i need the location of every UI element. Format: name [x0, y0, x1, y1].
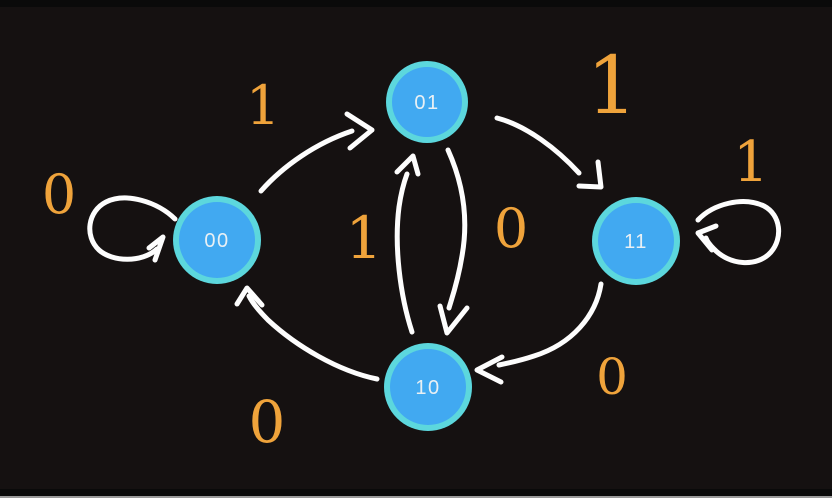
transition-label-11-to-10[interactable]: 0: [596, 348, 628, 406]
edge-11-to-10-shaft: [496, 281, 604, 368]
edge-10-to-00-arrowhead-icon: [234, 285, 265, 308]
transition-label-00-to-01[interactable]: 1: [246, 74, 280, 137]
edge-00-to-01[interactable]: [258, 111, 375, 194]
transition-label-11-self[interactable]: 1: [733, 130, 769, 195]
state-node-01[interactable]: 01: [386, 61, 468, 143]
edge-11-to-10[interactable]: [474, 281, 604, 385]
state-11-body: [598, 203, 674, 279]
state-node-11[interactable]: 11: [592, 197, 680, 285]
transition-label-10-to-00[interactable]: 0: [249, 388, 286, 456]
edge-10-to-01-shaft: [394, 171, 415, 335]
edge-01-to-11-shaft: [494, 115, 582, 176]
edge-10-to-00[interactable]: [234, 285, 380, 382]
state-10-body: [390, 349, 466, 425]
transition-label-01-to-10[interactable]: 0: [494, 197, 528, 260]
transition-label-01-to-11[interactable]: 1: [587, 39, 638, 132]
edge-01-to-11-arrowhead-icon: [576, 159, 604, 190]
transition-label-00-self[interactable]: 0: [42, 163, 76, 226]
edge-01-to-10[interactable]: [437, 147, 470, 336]
transition-arrows-layer: [87, 111, 782, 385]
edge-11-self-shaft: [695, 199, 782, 266]
state-00-label: 00: [204, 230, 229, 252]
edge-01-to-10-shaft: [445, 147, 468, 311]
state-00-body: [179, 202, 255, 278]
transition-labels-layer: 0 1 1 0 1 0 0 1: [42, 39, 769, 456]
state-node-00[interactable]: 00: [173, 196, 261, 284]
state-11-label: 11: [624, 231, 648, 253]
edge-00-self-shaft: [87, 195, 178, 262]
edge-11-to-10-arrowhead-icon: [474, 354, 505, 385]
state-01-label: 01: [414, 92, 439, 114]
edge-00-self-arrowhead-icon: [146, 234, 166, 263]
state-01-body: [392, 67, 462, 137]
state-node-10[interactable]: 10: [384, 343, 472, 431]
edge-00-to-01-shaft: [258, 128, 355, 194]
edge-00-self-loop[interactable]: [87, 195, 178, 263]
edge-00-to-01-arrowhead-icon: [344, 111, 375, 151]
edge-10-to-01[interactable]: [394, 153, 421, 335]
bottom-edge-line: [0, 496, 832, 498]
bottom-letterbox: [0, 489, 832, 496]
edge-01-to-11[interactable]: [494, 115, 604, 190]
edge-11-self-arrowhead-icon: [695, 223, 719, 253]
edge-10-to-01-arrowhead-icon: [394, 153, 421, 177]
edge-11-self-loop[interactable]: [695, 199, 782, 266]
state-10-label: 10: [415, 377, 440, 399]
transition-label-10-to-01[interactable]: 1: [346, 204, 383, 272]
top-letterbox: [0, 0, 832, 7]
state-nodes-layer: 00 01 10 11: [173, 61, 680, 431]
edge-01-to-10-arrowhead-icon: [437, 303, 470, 336]
edge-10-to-00-shaft: [246, 293, 380, 382]
